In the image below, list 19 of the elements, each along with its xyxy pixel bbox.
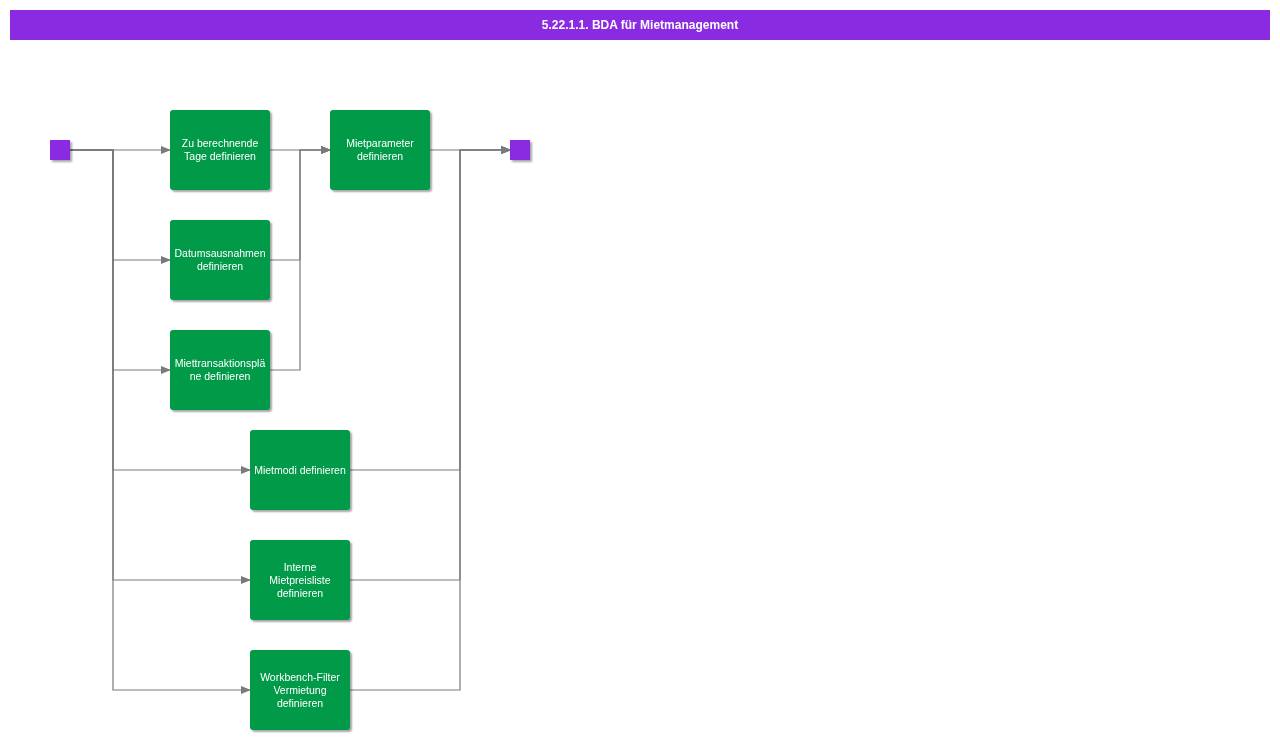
terminal-square xyxy=(50,140,70,160)
process-box xyxy=(250,650,350,730)
connector-arrow xyxy=(349,146,511,691)
title-bar: 5.22.1.1. BDA für Mietmanagement xyxy=(10,10,1270,40)
process-box xyxy=(330,110,430,190)
process-box xyxy=(170,220,270,300)
process-label: Miettransaktionspläne definieren xyxy=(173,357,267,383)
process-box xyxy=(170,330,270,410)
process-label: Datumsausnahmen definieren xyxy=(173,247,267,273)
process-label: Mietmodi definieren xyxy=(254,463,346,477)
process-box xyxy=(250,430,350,510)
process-box xyxy=(170,110,270,190)
process-label: Interne Mietpreisliste definieren xyxy=(268,560,332,600)
process-label: Zu berechnende Tage definieren xyxy=(180,137,260,163)
process-box xyxy=(250,540,350,620)
process-label: Mietparameter definieren xyxy=(345,137,415,163)
connector-arrow xyxy=(269,146,331,371)
process-label: Workbench-Filter Vermietung definieren xyxy=(259,670,341,710)
terminal-square xyxy=(510,140,530,160)
